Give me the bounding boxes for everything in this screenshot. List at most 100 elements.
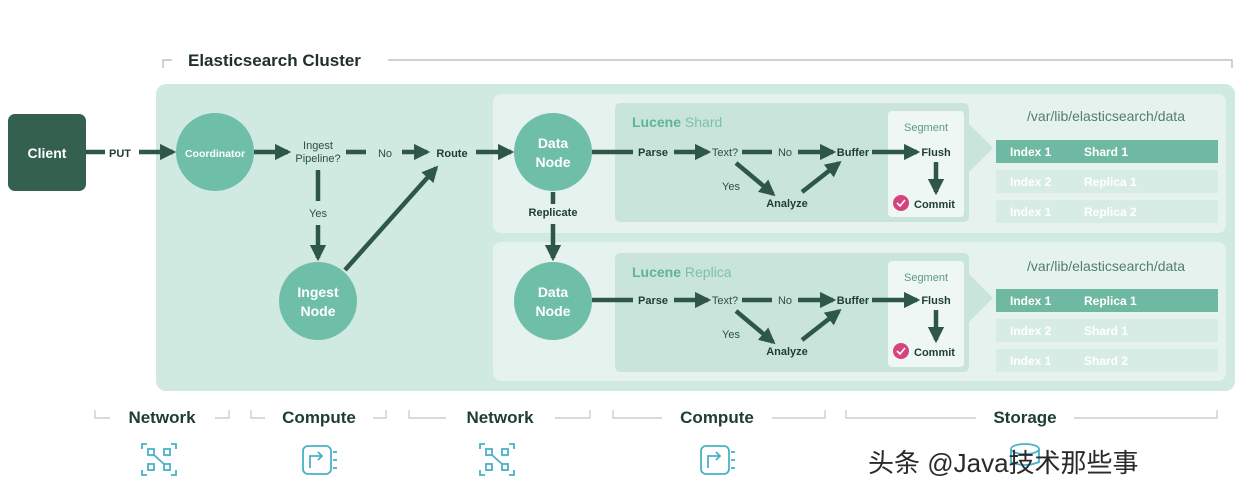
replica-segment-label: Segment: [904, 272, 948, 284]
put-label: PUT: [109, 148, 131, 160]
bracket-network-1-right: [215, 410, 230, 419]
replica-row1-index: Index 1: [1010, 294, 1052, 308]
bracket-storage-left: [845, 410, 976, 419]
cluster-bracket-right: [388, 59, 1233, 68]
replica-row3-shard: Shard 2: [1084, 354, 1128, 368]
data-node-primary-line2: Node: [536, 154, 571, 170]
replica-row2-index: Index 2: [1010, 324, 1052, 338]
ingest-yes-label: Yes: [309, 208, 327, 220]
shard-segment-label: Segment: [904, 122, 948, 134]
client-label: Client: [28, 145, 67, 161]
shard-row1-index: Index 1: [1010, 145, 1052, 159]
arrow-ingestnode-route: [343, 165, 439, 272]
ingest-question-line2: Pipeline?: [295, 153, 340, 165]
replica-table-row-active: [996, 289, 1218, 312]
watermark-text: 头条 @Java技术那些事: [868, 448, 1139, 478]
arrow-text-analyze: [734, 161, 776, 197]
arrow-analyze-buffer-replica: [800, 309, 842, 342]
shard-commit-check-icon: [893, 195, 909, 211]
arrow-text-analyze-replica: [734, 309, 776, 345]
compute-icon: [700, 445, 735, 475]
replica-row1-shard: Replica 1: [1084, 294, 1137, 308]
section-label-compute-2: Compute: [680, 408, 754, 427]
bracket-network-1-left: [94, 410, 110, 419]
compute-icon: [302, 445, 337, 475]
ingest-node-line1: Ingest: [297, 284, 339, 300]
replica-yes-label: Yes: [722, 329, 740, 341]
shard-row1-shard: Shard 1: [1084, 145, 1128, 159]
section-label-network-2: Network: [466, 408, 534, 427]
replicate-label: Replicate: [529, 207, 578, 219]
lucene-replica-title-rest: Replica: [681, 264, 732, 280]
replica-flush-label: Flush: [921, 295, 951, 307]
shard-yes-label: Yes: [722, 181, 740, 193]
replica-commit-checkmark: [896, 347, 906, 356]
coordinator-node: [176, 113, 254, 191]
shard-data-path: /var/lib/elasticsearch/data: [1027, 108, 1185, 124]
segment-box-replica: [888, 261, 964, 367]
shard-table-row-3: [996, 200, 1218, 223]
replica-analyze-label: Analyze: [766, 346, 808, 358]
shard-commit-label: Commit: [914, 199, 955, 211]
ingest-node-line2: Node: [301, 303, 336, 319]
replica-data-path: /var/lib/elasticsearch/data: [1027, 258, 1185, 274]
bracket-compute-1-right: [373, 410, 387, 419]
lucene-replica-title: Lucene Replica: [632, 264, 732, 280]
section-label-network-1: Network: [128, 408, 196, 427]
bracket-network-2-right: [555, 410, 591, 419]
shard-row2-index: Index 2: [1010, 175, 1052, 189]
cluster-title: Elasticsearch Cluster: [188, 51, 361, 70]
replica-text-question: Text?: [712, 295, 738, 307]
shard-flush-label: Flush: [921, 147, 951, 159]
route-label: Route: [436, 148, 467, 160]
bracket-compute-2-left: [612, 410, 662, 419]
coordinator-label: Coordinator: [185, 148, 245, 160]
client-box: [8, 114, 86, 191]
bracket-compute-2-right: [772, 410, 826, 419]
data-node-primary-line1: Data: [538, 135, 569, 151]
replica-parse-label: Parse: [638, 295, 668, 307]
lucene-shard-title-bold: Lucene: [632, 114, 681, 130]
shard-no-label: No: [778, 147, 792, 159]
storage-icon: [1010, 443, 1040, 466]
network-icon: [479, 443, 515, 476]
shard-analyze-label: Analyze: [766, 198, 808, 210]
shard-table-row-2: [996, 170, 1218, 193]
bracket-compute-1-left: [250, 410, 265, 419]
replica-no-label: No: [778, 295, 792, 307]
replica-commit-label: Commit: [914, 347, 955, 359]
shard-commit-checkmark: [896, 199, 906, 208]
section-label-compute-1: Compute: [282, 408, 356, 427]
replica-table-row-2: [996, 319, 1218, 342]
ingest-no-label: No: [378, 148, 392, 160]
data-node-primary: [514, 113, 592, 191]
replica-buffer-label: Buffer: [837, 295, 870, 307]
ingest-question-line1: Ingest: [303, 140, 333, 152]
replica-commit-check-icon: [893, 343, 909, 359]
replica-row3-index: Index 1: [1010, 354, 1052, 368]
ingest-node: [279, 262, 357, 340]
cluster-bracket-left: [162, 59, 172, 68]
shard-text-question: Text?: [712, 147, 738, 159]
bracket-storage-right: [1074, 410, 1218, 419]
shard-row3-shard: Replica 2: [1084, 205, 1137, 219]
lucene-shard-title-rest: Shard: [681, 114, 722, 130]
lucene-replica-title-bold: Lucene: [632, 264, 681, 280]
segment-box-shard: [888, 111, 964, 217]
data-node-replica-line2: Node: [536, 303, 571, 319]
network-icon: [141, 443, 177, 476]
shard-row2-shard: Replica 1: [1084, 175, 1137, 189]
shard-parse-label: Parse: [638, 147, 668, 159]
shard-buffer-label: Buffer: [837, 147, 870, 159]
lucene-shard-title: Lucene Shard: [632, 114, 722, 130]
replica-row2-shard: Shard 1: [1084, 324, 1128, 338]
replica-table-row-3: [996, 349, 1218, 372]
arrow-analyze-buffer: [800, 161, 842, 194]
data-node-replica: [514, 262, 592, 340]
shard-table-row-active: [996, 140, 1218, 163]
bracket-network-2-left: [408, 410, 446, 419]
data-node-replica-line1: Data: [538, 284, 569, 300]
section-label-storage: Storage: [993, 408, 1056, 427]
shard-row3-index: Index 1: [1010, 205, 1052, 219]
